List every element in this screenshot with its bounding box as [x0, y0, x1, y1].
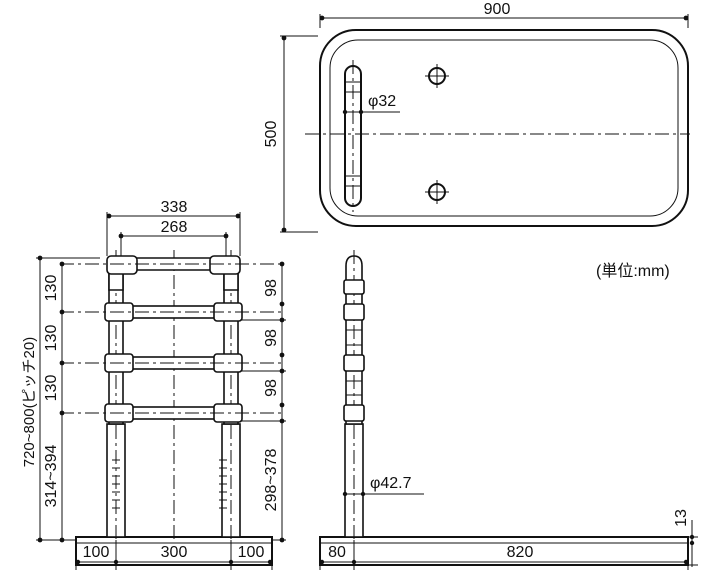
front-pitch-label-1: 130 [43, 275, 60, 302]
top-depth-label: 500 [263, 121, 280, 148]
front-pitch-label-2: 130 [43, 325, 60, 352]
front-view: 338 268 720~800(ピッチ20) 130 130 130 314~3… [21, 199, 286, 570]
front-pitch-label-3: 130 [43, 375, 60, 402]
front-top-rail [60, 255, 285, 291]
side-base-plate [319, 536, 689, 566]
front-left-post [106, 250, 126, 540]
front-overall-height-label: 720~800(ピッチ20) [21, 337, 38, 468]
front-base-label-right: 100 [238, 544, 265, 561]
front-inner-width-label: 268 [161, 219, 188, 236]
top-width-label: 900 [484, 1, 511, 18]
side-base-label-left: 80 [328, 544, 346, 561]
front-rail-gap-label-3: 98 [263, 379, 280, 397]
front-rail-gap-label-1: 98 [263, 279, 280, 297]
front-rail-gap-label-2: 98 [263, 329, 280, 347]
top-view: 900 500 φ32 [263, 1, 690, 233]
mount-hole-bottom [425, 180, 449, 204]
mount-hole-top [425, 64, 449, 88]
front-outer-width-label: 338 [161, 199, 188, 216]
top-base-inner [329, 39, 679, 217]
front-lower-height-label: 314~394 [43, 445, 60, 508]
front-rail-4 [60, 403, 285, 423]
front-rail-2 [60, 302, 285, 322]
side-base-thickness-label: 13 [673, 509, 690, 527]
side-base-label-right: 820 [507, 544, 534, 561]
front-base-label-middle: 300 [161, 544, 188, 561]
top-pipe-dia-label: φ32 [368, 93, 396, 110]
side-view: φ42.7 13 80 820 [319, 250, 698, 570]
units-note: (単位:mm) [596, 262, 670, 280]
front-rail-3 [60, 353, 285, 373]
top-base-outer [319, 29, 689, 227]
side-post-dia-label: φ42.7 [370, 475, 412, 492]
front-base-label-left: 100 [83, 544, 110, 561]
front-right-post [219, 250, 241, 540]
front-post-height-label: 298~378 [263, 449, 280, 512]
